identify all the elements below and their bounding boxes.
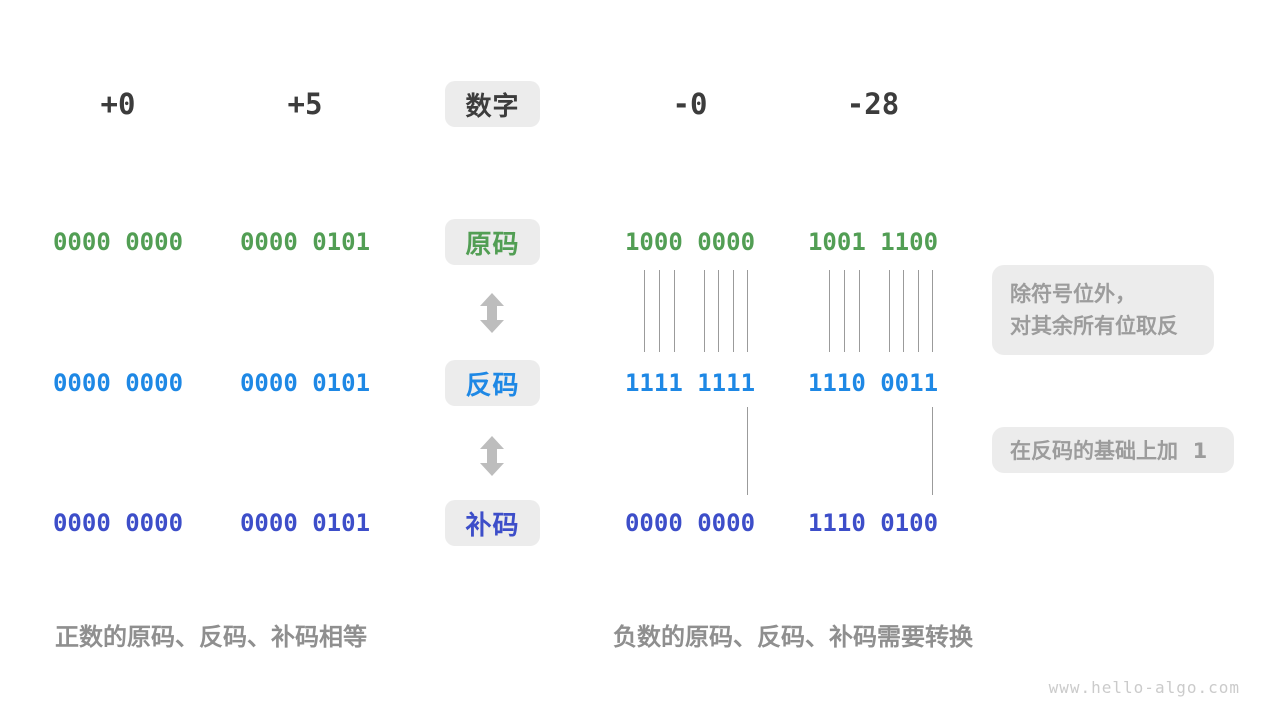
bit-invert-line [659, 270, 660, 352]
bit-invert-line [903, 270, 904, 352]
up-down-arrow-icon [479, 293, 505, 337]
binary-value-sign-magnitude: 0000 0000 [52, 228, 184, 256]
ones-complement-chip: 反码 [445, 360, 540, 406]
bit-invert-line [829, 270, 830, 352]
binary-value-twos-complement: 0000 0000 [624, 509, 756, 537]
negative-numbers-caption: 负数的原码、反码、补码需要转换 [613, 623, 973, 651]
up-down-arrow-icon [479, 436, 505, 480]
binary-value-sign-magnitude: 1001 1100 [807, 228, 939, 256]
binary-value-twos-complement: 0000 0000 [52, 509, 184, 537]
decimal-value: -28 [846, 87, 900, 121]
bit-invert-line [844, 270, 845, 352]
binary-value-sign-magnitude: 1000 0000 [624, 228, 756, 256]
number-label-chip: 数字 [445, 81, 540, 127]
bit-invert-line [918, 270, 919, 352]
twos-complement-chip: 补码 [445, 500, 540, 546]
site-watermark: www.hello-algo.com [1048, 678, 1240, 697]
binary-value-ones-complement: 1110 0011 [807, 369, 939, 397]
add-one-line [747, 407, 748, 495]
sign-magnitude-chip: 原码 [445, 219, 540, 265]
add-one-line [932, 407, 933, 495]
bit-invert-line [718, 270, 719, 352]
invert-bits-note: 除符号位外， 对其余所有位取反 [992, 265, 1214, 355]
decimal-value: +5 [287, 87, 323, 121]
bit-invert-line [932, 270, 933, 352]
bit-invert-line [889, 270, 890, 352]
binary-value-sign-magnitude: 0000 0101 [239, 228, 371, 256]
decimal-value: -0 [672, 87, 708, 121]
binary-value-twos-complement: 1110 0100 [807, 509, 939, 537]
binary-value-ones-complement: 1111 1111 [624, 369, 756, 397]
bit-invert-line [859, 270, 860, 352]
add-one-note: 在反码的基础上加 1 [992, 427, 1234, 473]
invert-bits-note-line1: 除符号位外， [1010, 282, 1136, 306]
binary-value-twos-complement: 0000 0101 [239, 509, 371, 537]
bit-invert-line [747, 270, 748, 352]
bit-invert-line [674, 270, 675, 352]
bit-invert-line [644, 270, 645, 352]
invert-bits-note-line2: 对其余所有位取反 [1010, 314, 1178, 338]
binary-value-ones-complement: 0000 0101 [239, 369, 371, 397]
binary-value-ones-complement: 0000 0000 [52, 369, 184, 397]
decimal-value: +0 [100, 87, 136, 121]
bit-invert-line [704, 270, 705, 352]
bit-invert-line [733, 270, 734, 352]
positive-numbers-caption: 正数的原码、反码、补码相等 [55, 623, 367, 651]
